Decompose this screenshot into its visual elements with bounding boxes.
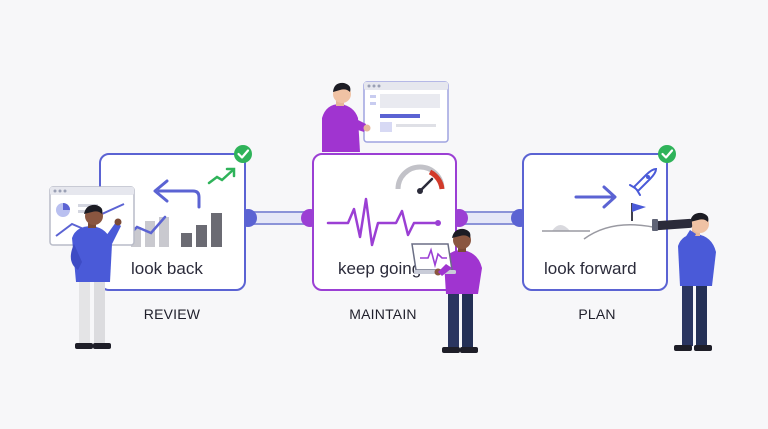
undo-arrow-icon: [153, 179, 201, 209]
right-arrow-icon: [574, 185, 617, 209]
planner-person: [652, 212, 716, 351]
telescope-icon: [652, 218, 693, 231]
maintain-label: MAINTAIN: [349, 306, 417, 322]
plan-illustration: [542, 167, 663, 240]
plan-card-text: look forward: [544, 259, 637, 278]
top-person: [322, 82, 371, 152]
check-icon: [234, 145, 252, 163]
reviewer-person: [70, 204, 122, 349]
gauge-icon: [395, 164, 445, 194]
maintain-person: [411, 228, 482, 353]
maintain-illustration: [326, 164, 445, 247]
review-label: REVIEW: [143, 306, 201, 322]
heartbeat-icon: [326, 197, 441, 247]
rocket-icon: [629, 167, 658, 196]
maintain-window: [363, 81, 449, 143]
maintain-card-text: keep going: [338, 259, 422, 278]
review-card-text: look back: [131, 259, 203, 278]
trend-up-icon: [207, 167, 236, 185]
plan-label: PLAN: [578, 306, 616, 322]
check-icon: [658, 145, 676, 163]
plan-card: look forward: [522, 153, 668, 291]
flag-icon: [631, 203, 646, 221]
